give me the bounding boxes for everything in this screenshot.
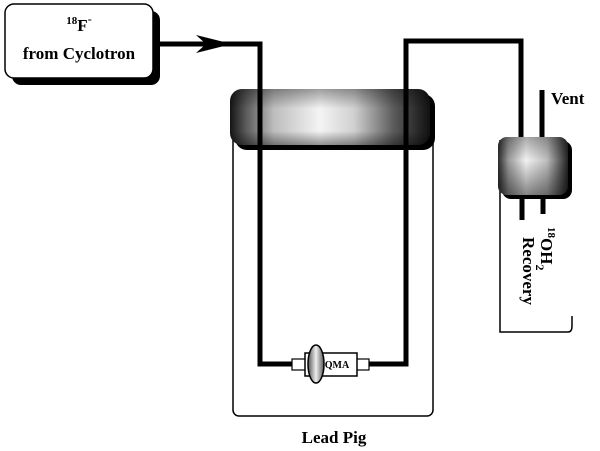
svg-text:18OH2: 18OH2: [533, 227, 557, 270]
vial-cap-shade: [498, 137, 568, 195]
vent-label: Vent: [551, 89, 585, 108]
recovery-label-1: 18OH2: [533, 227, 557, 270]
svg-text:Recovery: Recovery: [519, 237, 538, 305]
outlet-line: [365, 38, 524, 367]
lead-pig-lid: [230, 89, 435, 150]
qma-label: QMA: [325, 360, 350, 371]
source-box: 18F- from Cyclotron: [4, 3, 160, 85]
recovery-vial-outline: [499, 140, 573, 333]
recovery-label-2: Recovery: [519, 237, 538, 305]
isotope-label: 18F-: [66, 12, 91, 35]
qma-cartridge: QMA: [291, 344, 370, 384]
source-label: from Cyclotron: [23, 44, 136, 63]
lead-pig-label: Lead Pig: [302, 428, 367, 447]
source-box-frame: [4, 3, 154, 79]
qma-flange: [307, 344, 325, 384]
vial-cap: [498, 137, 572, 199]
flow-arrow-icon: [196, 35, 232, 53]
lid-shade: [230, 89, 430, 145]
